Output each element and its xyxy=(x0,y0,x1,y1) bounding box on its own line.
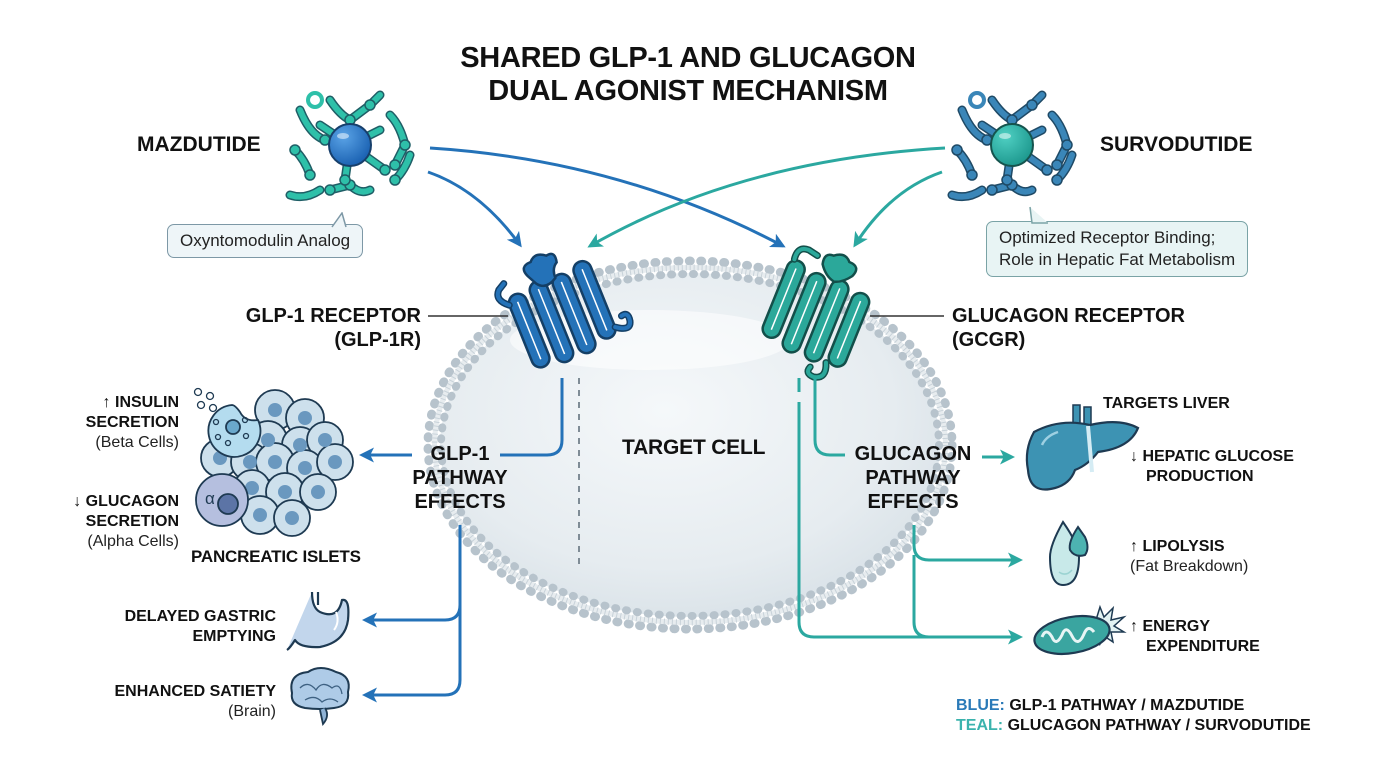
mazdutide-molecule-icon xyxy=(285,90,415,202)
fat-breakdown-label: (Fat Breakdown) xyxy=(1130,558,1249,575)
glucagon-pathway-line-2: PATHWAY xyxy=(865,467,961,489)
energy-label: ENERGY xyxy=(1142,618,1211,635)
arrow-survodutide-to-gcgr xyxy=(853,170,943,248)
fat-droplets-icon xyxy=(1048,520,1089,587)
mazdutide-callout: Oxyntomodulin Analog xyxy=(167,224,364,258)
membrane-tail-lines xyxy=(431,264,949,626)
arrow-mazdutide-to-gcgr xyxy=(429,146,786,248)
survodutide-callout: Optimized Receptor Binding; Role in Hepa… xyxy=(986,221,1249,277)
beta-cells-label: (Beta Cells) xyxy=(95,434,179,451)
arrow-survodutide-to-glp1r xyxy=(587,146,946,248)
alpha-cells-label: (Alpha Cells) xyxy=(87,533,179,550)
arrow-to-stomach xyxy=(362,604,462,628)
connector-pathway-to-energy xyxy=(912,555,930,639)
production-label: PRODUCTION xyxy=(1146,468,1254,485)
glucagon-pathway-label: GLUCAGON PATHWAY EFFECTS xyxy=(846,442,980,514)
survodutide-callout-line-2: Role in Hepatic Fat Metabolism xyxy=(999,250,1236,269)
glp1-receptor-name: GLP-1 RECEPTOR xyxy=(245,305,421,327)
glucagon-receptor-abbr: (GCGR) xyxy=(952,329,1026,351)
legend-teal-text: GLUCAGON PATHWAY / SURVODUTIDE xyxy=(1007,717,1311,734)
page-title: SHARED GLP-1 AND GLUCAGON DUAL AGONIST M… xyxy=(0,42,1376,108)
up-arrow-icon: ↑ xyxy=(1130,538,1138,555)
legend: BLUE: GLP-1 PATHWAY / MAZDUTIDE TEAL: GL… xyxy=(956,696,1311,736)
gastric-label-line-1: DELAYED GASTRIC xyxy=(124,608,276,625)
alpha-symbol: α xyxy=(205,489,215,508)
stomach-icon xyxy=(286,591,350,651)
arrow-mazdutide-to-glp1r xyxy=(427,170,522,248)
legend-teal-key: TEAL: xyxy=(956,717,1004,734)
target-cell-label: TARGET CELL xyxy=(622,436,766,459)
connector-gcgr-long xyxy=(797,378,1020,637)
glucagon-pathway-line-1: GLUCAGON xyxy=(854,443,972,465)
glp1-pathway-line-3: EFFECTS xyxy=(414,491,506,513)
glp1-receptor-label: GLP-1 RECEPTOR (GLP-1R) xyxy=(200,304,421,352)
mazdutide-callout-text: Oxyntomodulin Analog xyxy=(180,231,351,250)
connector-pathway-down-teal xyxy=(912,525,1023,568)
glucagon-receptor-name: GLUCAGON RECEPTOR xyxy=(952,305,1185,327)
effect-enhanced-satiety: ENHANCED SATIETY (Brain) xyxy=(60,682,277,722)
effect-gastric-emptying: DELAYED GASTRIC EMPTYING xyxy=(60,607,276,647)
hepatic-glucose-label: HEPATIC GLUCOSE xyxy=(1142,448,1294,465)
glucagon-pathway-line-3: EFFECTS xyxy=(867,491,959,513)
mazdutide-label: MAZDUTIDE xyxy=(137,133,261,156)
alpha-cell-icon xyxy=(195,473,249,527)
legend-teal: TEAL: GLUCAGON PATHWAY / SURVODUTIDE xyxy=(956,716,1311,736)
glucagon-receptor-label: GLUCAGON RECEPTOR (GCGR) xyxy=(952,304,1185,352)
glucagon-label: GLUCAGON xyxy=(85,493,179,510)
effect-insulin-secretion: ↑ INSULIN SECRETION (Beta Cells) xyxy=(40,393,179,453)
down-arrow-icon: ↓ xyxy=(73,493,82,510)
glp1-pathway-line-2: PATHWAY xyxy=(412,467,508,489)
down-arrow-icon: ↓ xyxy=(1130,448,1138,465)
membrane-inner-heads xyxy=(437,270,943,620)
glp1-pathway-label: GLP-1 PATHWAY EFFECTS xyxy=(398,442,522,514)
effect-glucagon-secretion: ↓ GLUCAGON SECRETION (Alpha Cells) xyxy=(40,492,179,552)
up-arrow-icon: ↑ xyxy=(102,394,111,411)
mitochondrion-icon xyxy=(1033,604,1127,656)
beta-cell-icon xyxy=(193,387,262,458)
connector-gcgr-to-pathway xyxy=(813,378,845,457)
survodutide-label: SURVODUTIDE xyxy=(1100,133,1253,156)
liver-icon xyxy=(1025,404,1140,491)
glucagon-receptor-icon xyxy=(761,245,871,381)
insulin-secretion-label: SECRETION xyxy=(85,414,179,431)
mazdutide-callout-tail xyxy=(331,212,347,228)
pancreatic-islets-label: PANCREATIC ISLETS xyxy=(191,547,361,566)
survodutide-molecule-icon xyxy=(947,90,1077,202)
brain-label: (Brain) xyxy=(227,703,276,720)
connector-glp1r-to-pathway xyxy=(500,378,564,457)
survodutide-callout-tail xyxy=(1029,206,1048,224)
title-line-1: SHARED GLP-1 AND GLUCAGON xyxy=(460,42,916,74)
glp1-receptor-abbr: (GLP-1R) xyxy=(334,329,421,351)
legend-blue-key: BLUE: xyxy=(956,697,1005,714)
up-arrow-icon: ↑ xyxy=(1130,618,1138,635)
legend-blue: BLUE: GLP-1 PATHWAY / MAZDUTIDE xyxy=(956,696,1311,716)
effect-lipolysis: ↑ LIPOLYSIS (Fat Breakdown) xyxy=(1130,537,1248,577)
brain-icon xyxy=(290,667,350,726)
glp1-receptor-icon xyxy=(494,252,634,369)
survodutide-callout-line-1: Optimized Receptor Binding; xyxy=(999,228,1216,247)
connector-pathway-down xyxy=(362,525,462,703)
insulin-label: INSULIN xyxy=(115,394,179,411)
glucagon-secretion-label: SECRETION xyxy=(85,513,179,530)
lipolysis-label: LIPOLYSIS xyxy=(1142,538,1225,555)
glp1-pathway-line-1: GLP-1 xyxy=(430,443,490,465)
targets-liver-label: TARGETS LIVER xyxy=(1103,395,1230,412)
title-line-2: DUAL AGONIST MECHANISM xyxy=(488,75,888,107)
effect-hepatic-glucose: ↓ HEPATIC GLUCOSE PRODUCTION xyxy=(1130,447,1294,487)
gastric-label-line-2: EMPTYING xyxy=(192,628,276,645)
legend-blue-text: GLP-1 PATHWAY / MAZDUTIDE xyxy=(1009,697,1245,714)
effect-energy-expenditure: ↑ ENERGY EXPENDITURE xyxy=(1130,617,1260,657)
membrane-outer-heads xyxy=(423,256,957,634)
satiety-label: ENHANCED SATIETY xyxy=(114,683,277,700)
pancreatic-islets-icon xyxy=(193,387,354,537)
expenditure-label: EXPENDITURE xyxy=(1146,638,1260,655)
